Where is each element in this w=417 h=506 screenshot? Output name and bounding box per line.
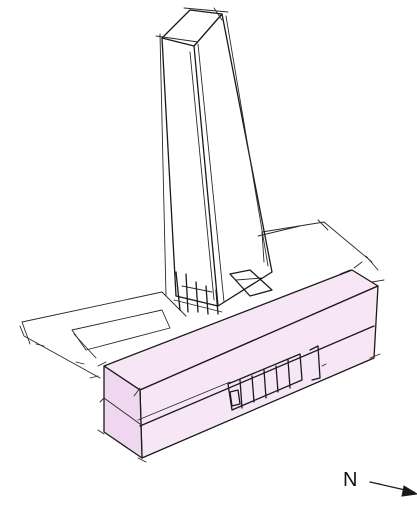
- north-arrow-icon: [369, 481, 417, 497]
- tower: [155, 7, 273, 315]
- tower-front-face: [161, 37, 219, 307]
- tower-top: [161, 9, 223, 47]
- podium: [97, 261, 385, 463]
- north-label: N: [343, 469, 358, 491]
- site-outline-lines: [19, 219, 379, 379]
